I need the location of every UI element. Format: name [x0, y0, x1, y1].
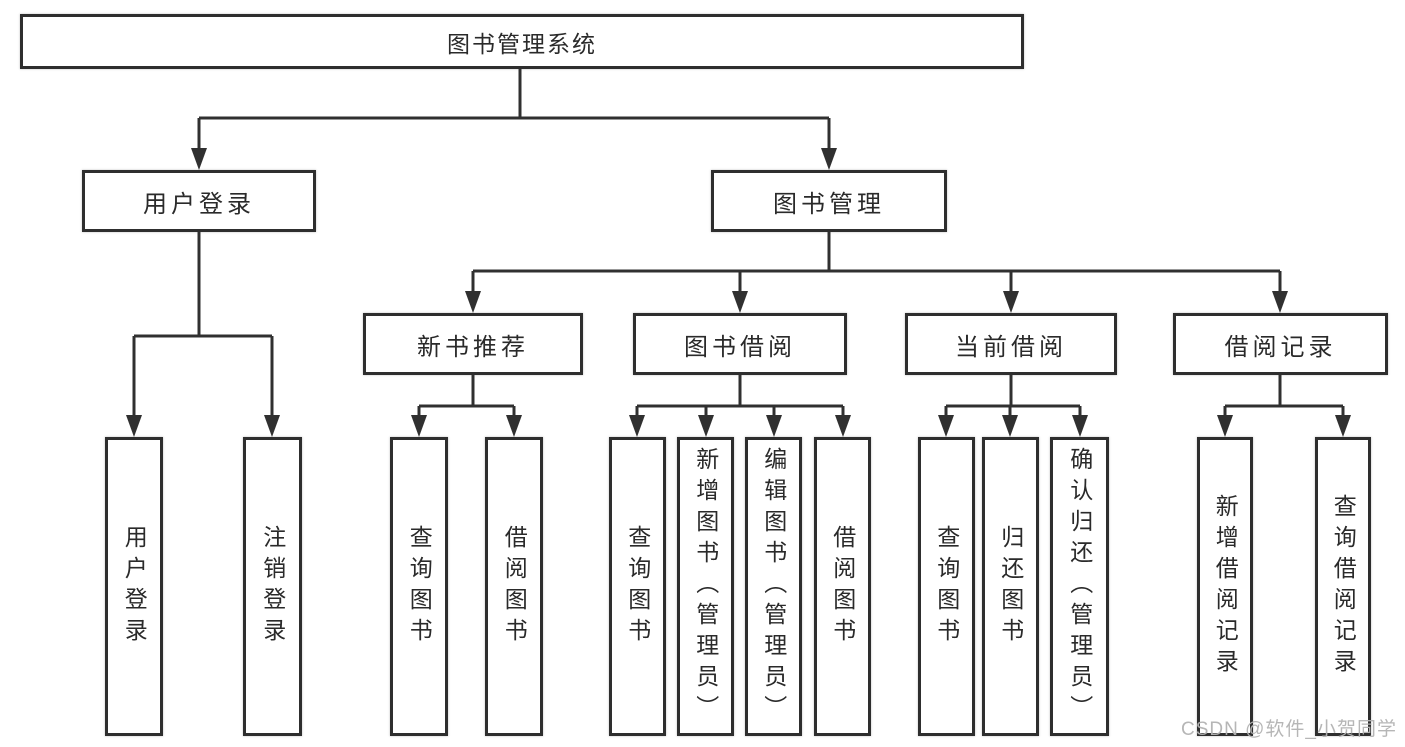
- arrowhead-icon: [938, 415, 954, 437]
- node-leaf-confirm-return-admin: 确认归还（管理员）: [1050, 437, 1109, 736]
- node-label: 新增借阅记录: [1212, 493, 1239, 680]
- node-label: 新增图书（管理员）: [692, 447, 719, 726]
- node-book-borrowing: 图书借阅: [633, 313, 847, 375]
- node-label: 新书推荐: [417, 333, 529, 361]
- arrowhead-icon: [698, 415, 714, 437]
- node-label: 图书管理系统: [447, 30, 597, 57]
- csdn-watermark: CSDN @软件_小贺同学: [1181, 719, 1397, 740]
- connector-line: [944, 375, 1082, 423]
- connector-line: [132, 232, 274, 423]
- arrowhead-icon: [1002, 415, 1018, 437]
- connector-line: [635, 375, 845, 423]
- node-label: 确认归还（管理员）: [1066, 447, 1093, 726]
- node-label: 借阅记录: [1224, 333, 1337, 361]
- connector-user-login-to-leaves: [126, 232, 280, 437]
- node-label: 借阅图书: [829, 524, 856, 649]
- node-leaf-query-books-borrow: 查询图书: [609, 437, 666, 736]
- arrowhead-icon: [1072, 415, 1088, 437]
- connector-book-borrow-to-leaves: [629, 375, 851, 437]
- node-label: 查询图书: [406, 524, 433, 649]
- arrowhead-icon: [411, 415, 427, 437]
- node-label: 归还图书: [997, 524, 1024, 649]
- connector-new-book-rec-to-leaves: [411, 375, 522, 437]
- node-leaf-add-books-admin: 新增图书（管理员）: [677, 437, 734, 736]
- arrowhead-icon: [766, 415, 782, 437]
- arrowhead-icon: [1272, 291, 1288, 313]
- connector-root-to-level2: [191, 69, 837, 170]
- node-user-login: 用户登录: [82, 170, 316, 232]
- connector-line: [417, 375, 516, 423]
- node-label: 图书借阅: [684, 333, 796, 361]
- arrowhead-icon: [629, 415, 645, 437]
- node-current-borrowing: 当前借阅: [905, 313, 1117, 375]
- node-leaf-query-books-recommend: 查询图书: [390, 437, 448, 736]
- node-label: 当前借阅: [955, 333, 1067, 361]
- arrowhead-icon: [465, 291, 481, 313]
- arrowhead-icon: [264, 415, 280, 437]
- arrowhead-icon: [732, 291, 748, 313]
- node-label: 用户登录: [121, 524, 148, 649]
- node-leaf-return-books: 归还图书: [982, 437, 1039, 736]
- node-label: 查询借阅记录: [1330, 493, 1357, 680]
- node-leaf-query-borrow-record: 查询借阅记录: [1315, 437, 1371, 736]
- arrowhead-icon: [191, 148, 207, 170]
- connector-line: [197, 69, 831, 156]
- node-leaf-borrow-books-recommend: 借阅图书: [485, 437, 543, 736]
- node-leaf-edit-books-admin: 编辑图书（管理员）: [745, 437, 802, 736]
- node-label: 用户登录: [143, 190, 255, 218]
- connector-line: [471, 232, 1282, 299]
- arrowhead-icon: [1335, 415, 1351, 437]
- arrowhead-icon: [835, 415, 851, 437]
- node-book-management: 图书管理: [711, 170, 947, 232]
- node-leaf-user-login: 用户登录: [105, 437, 163, 736]
- connector-line: [1223, 375, 1345, 423]
- arrowhead-icon: [126, 415, 142, 437]
- node-library-management-system: 图书管理系统: [20, 14, 1024, 69]
- connector-borrow-records-to-leaves: [1217, 375, 1351, 437]
- node-leaf-add-borrow-record: 新增借阅记录: [1197, 437, 1253, 736]
- node-label: 查询图书: [933, 524, 960, 649]
- node-new-book-recommendation: 新书推荐: [363, 313, 583, 375]
- node-label: 图书管理: [773, 190, 885, 218]
- node-label: 编辑图书（管理员）: [760, 447, 787, 726]
- connector-current-borrow-to-leaves: [938, 375, 1088, 437]
- node-label: 借阅图书: [501, 524, 528, 649]
- node-leaf-borrow-books: 借阅图书: [814, 437, 871, 736]
- node-label: 查询图书: [624, 524, 651, 649]
- node-leaf-logout: 注销登录: [243, 437, 302, 736]
- node-borrowing-records: 借阅记录: [1173, 313, 1388, 375]
- arrowhead-icon: [821, 148, 837, 170]
- node-label: 注销登录: [259, 524, 286, 649]
- connector-book-mgmt-to-level3: [465, 232, 1288, 313]
- arrowhead-icon: [506, 415, 522, 437]
- node-leaf-query-books-current: 查询图书: [918, 437, 975, 736]
- arrowhead-icon: [1003, 291, 1019, 313]
- arrowhead-icon: [1217, 415, 1233, 437]
